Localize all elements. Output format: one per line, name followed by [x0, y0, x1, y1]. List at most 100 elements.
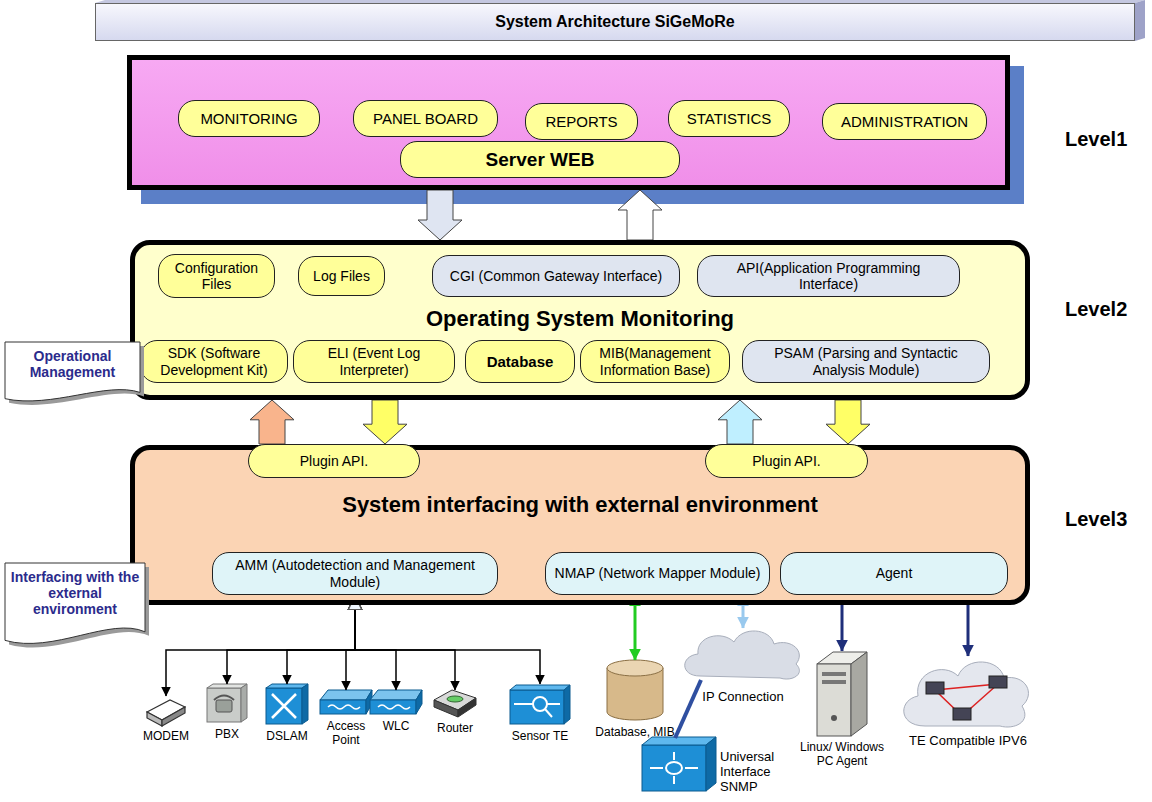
level-panel: Operating System MonitoringLevel2Configu… — [130, 240, 1030, 400]
module-pill: Log Files — [298, 256, 385, 296]
level-label: Level2 — [1065, 298, 1127, 321]
module-pill: MONITORING — [178, 100, 320, 137]
pbx-icon — [207, 684, 247, 722]
link-connector — [675, 680, 701, 738]
bus-connector — [355, 595, 455, 690]
device-label: Universal Interface SNMP — [720, 750, 806, 795]
module-pill: API(Application Programming Interface) — [697, 255, 960, 297]
device-label: Database, MIB — [595, 726, 675, 740]
device-label: MODEM — [126, 730, 206, 744]
module-label: AMM (Autodetection and Management Module… — [221, 557, 489, 589]
bus-connector — [227, 595, 355, 684]
bus-connector — [166, 595, 355, 696]
callout-text: Interfacing with the external environmen… — [9, 569, 141, 617]
device-node: Router — [432, 690, 478, 718]
bus-connector — [287, 595, 355, 684]
device-node: Access Point — [318, 690, 374, 716]
module-label: API(Application Programming Interface) — [706, 260, 951, 292]
bar-side-face — [1135, 0, 1145, 41]
device-node: DSLAM — [264, 684, 310, 726]
access-point-icon — [320, 690, 372, 714]
module-label: ELI (Event Log Interpreter) — [302, 345, 446, 377]
device-node: Database, MIB — [605, 660, 665, 722]
device-label: PBX — [187, 728, 267, 742]
level-label: Level1 — [1065, 128, 1127, 151]
device-node: TE Compatible IPV6 — [900, 656, 1036, 730]
module-label: PANEL BOARD — [373, 110, 478, 127]
module-label: REPORTS — [545, 113, 617, 130]
module-pill: REPORTS — [525, 103, 638, 140]
device-label: Access Point — [316, 720, 376, 748]
level-label: Level3 — [1065, 508, 1127, 531]
callout-document: Operational Management — [5, 342, 140, 405]
device-label: TE Compatible IPV6 — [893, 734, 1043, 749]
module-pill: PANEL BOARD — [353, 100, 498, 137]
device-label: Linux/ Windows PC Agent — [796, 741, 888, 769]
module-label: STATISTICS — [687, 110, 771, 127]
module-pill: ADMINISTRATION — [822, 103, 987, 140]
module-pill: Database — [465, 340, 575, 383]
module-pill: PSAM (Parsing and Syntactic Analysis Mod… — [742, 340, 990, 383]
module-label: NMAP (Network Mapper Module) — [555, 565, 761, 581]
module-pill: MIB(Management Information Base) — [580, 340, 730, 383]
device-node: WLC — [368, 690, 424, 716]
module-pill: CGI (Common Gateway Interface) — [432, 255, 680, 297]
document-outline — [5, 342, 140, 401]
module-pill: ELI (Event Log Interpreter) — [293, 340, 455, 383]
bus-connector — [355, 595, 396, 690]
modem-icon — [147, 700, 185, 726]
wlc-icon — [370, 690, 422, 714]
device-node: Sensor TE — [508, 684, 572, 726]
module-label: Configuration Files — [167, 260, 266, 292]
module-label: MONITORING — [200, 110, 297, 127]
device-label: IP Connection — [701, 690, 785, 705]
module-pill: NMAP (Network Mapper Module) — [545, 552, 770, 595]
device-node: Linux/ Windows PC Agent — [815, 651, 869, 737]
device-node: PBX — [205, 684, 249, 724]
module-pill: AMM (Autodetection and Management Module… — [212, 552, 498, 595]
module-pill: STATISTICS — [668, 100, 790, 137]
module-label: Agent — [876, 565, 913, 581]
module-label: CGI (Common Gateway Interface) — [450, 268, 662, 284]
callout-document: Interfacing with the external environmen… — [5, 563, 145, 649]
snmp-interface-icon — [642, 737, 716, 791]
module-pill: Server WEB — [400, 141, 680, 178]
module-label: MIB(Management Information Base) — [589, 345, 721, 377]
sensor-icon — [510, 685, 570, 724]
module-pill: Plugin API. — [248, 444, 420, 478]
bus-connector — [355, 595, 540, 684]
module-pill: Plugin API. — [705, 444, 868, 478]
module-label: Plugin API. — [300, 453, 369, 469]
block-arrow — [418, 190, 462, 240]
pc-server-icon — [817, 652, 867, 736]
module-pill: Agent — [780, 552, 1008, 595]
block-arrow — [718, 400, 762, 444]
device-label: WLC — [356, 720, 436, 734]
device-label: Router — [415, 722, 495, 736]
device-node: Universal Interface SNMP — [640, 736, 718, 794]
block-arrow — [826, 400, 870, 444]
block-arrow — [250, 400, 294, 444]
router-icon — [434, 690, 476, 717]
cloud-icon — [685, 631, 800, 679]
module-label: ADMINISTRATION — [841, 113, 968, 130]
device-label: Sensor TE — [500, 730, 580, 744]
panel-title: System interfacing with external environ… — [135, 492, 1025, 517]
level-panel: System interfacing with external environ… — [130, 445, 1030, 605]
block-arrow — [363, 400, 407, 444]
dslam-icon — [266, 684, 308, 724]
module-label: PSAM (Parsing and Syntactic Analysis Mod… — [751, 345, 981, 377]
callout-text: Operational Management — [9, 348, 136, 380]
module-pill: Configuration Files — [158, 254, 275, 298]
device-node: MODEM — [145, 696, 187, 726]
bus-connector — [346, 595, 355, 690]
title-bar: System Architecture SiGeMoRe — [95, 3, 1135, 41]
device-node: IP Connection — [683, 628, 803, 680]
device-label: DSLAM — [247, 730, 327, 744]
title-text: System Architecture SiGeMoRe — [495, 13, 734, 31]
module-label: SDK (Software Development Kit) — [149, 345, 279, 377]
panel-title: Operating System Monitoring — [135, 306, 1025, 331]
te-network-cloud — [904, 662, 1029, 727]
module-pill: SDK (Software Development Kit) — [140, 340, 288, 383]
